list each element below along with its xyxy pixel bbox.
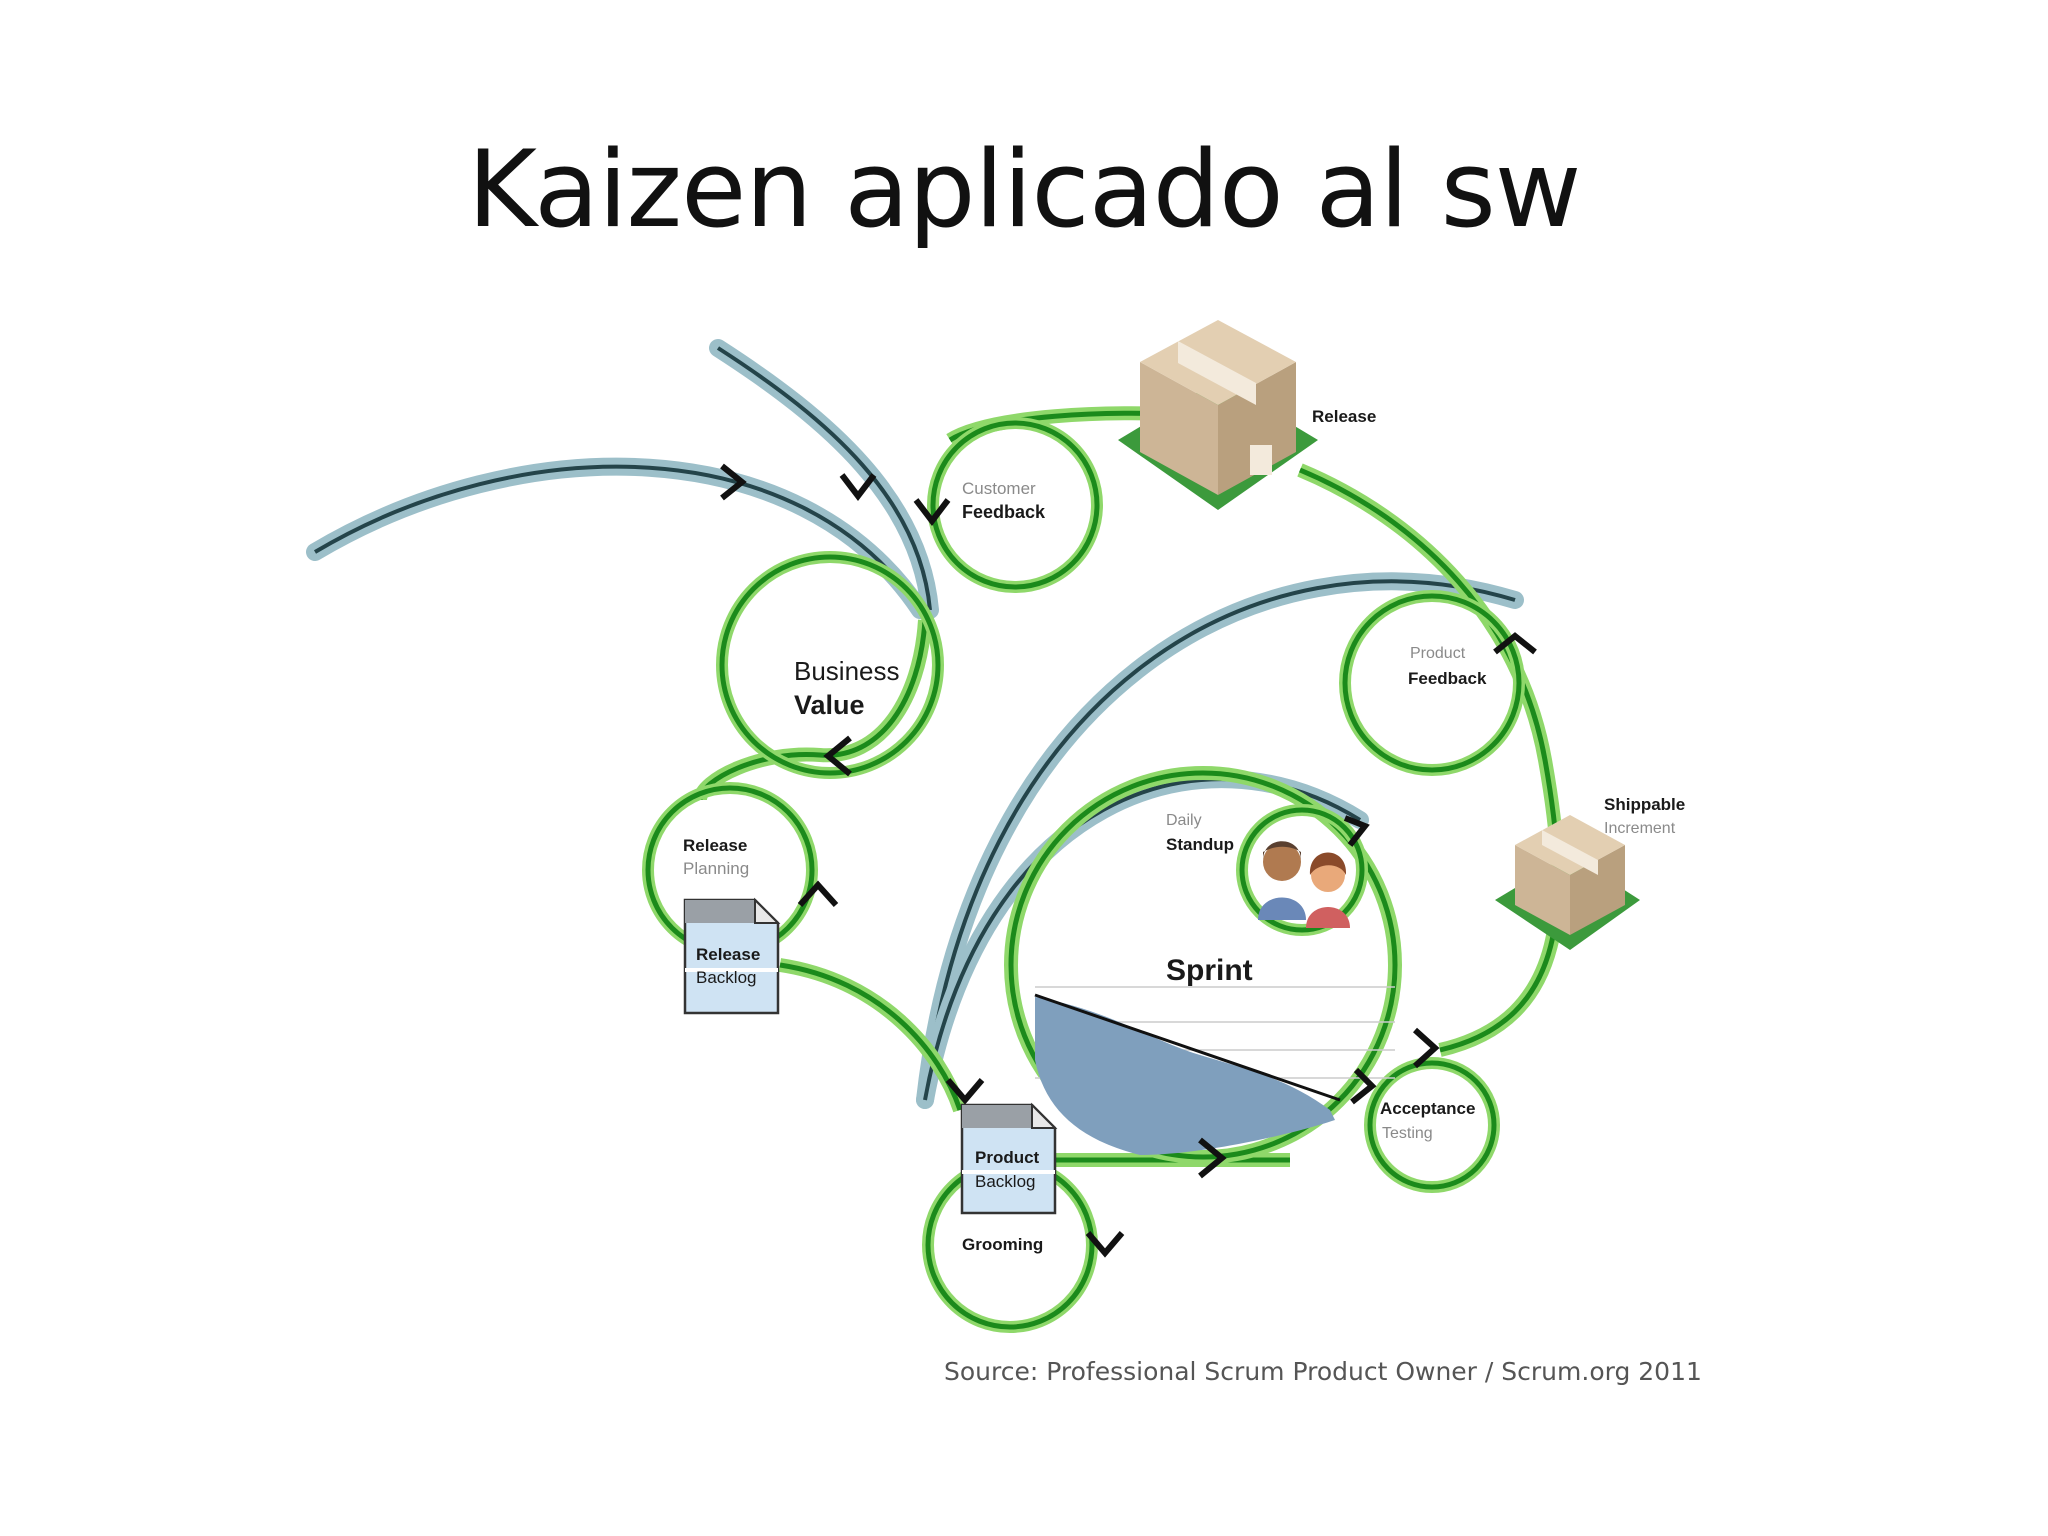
product-backlog-label-top: Product [975, 1148, 1040, 1167]
arrow-chevron [1198, 1137, 1227, 1179]
business-value-label-top: Business [794, 656, 900, 686]
product-feedback-label-top: Product [1410, 645, 1466, 662]
acceptance-testing-label-bottom: Testing [1382, 1125, 1433, 1142]
source-citation: Source: Professional Scrum Product Owner… [944, 1357, 1702, 1386]
product-backlog-label-bottom: Backlog [975, 1172, 1035, 1191]
arrow-chevron [720, 463, 747, 501]
shippable-increment-label-bottom: Increment [1604, 820, 1676, 837]
daily-standup-label-top: Daily [1166, 812, 1202, 829]
flow-arrows [720, 463, 1537, 1258]
product-backlog-document-icon [960, 1102, 1058, 1215]
sprint-label: Sprint [1166, 954, 1253, 987]
customer-feedback-label-bottom: Feedback [962, 502, 1046, 522]
grooming-label: Grooming [962, 1235, 1043, 1254]
shippable-increment-box-icon [1495, 815, 1640, 950]
arrow-chevron [823, 735, 852, 777]
team-people-icon [1258, 841, 1350, 928]
release-planning-label-bottom: Planning [683, 859, 749, 878]
arrow-chevron [1493, 632, 1537, 655]
arrow-chevron [797, 880, 839, 908]
release-backlog-label-top: Release [696, 945, 760, 964]
process-circles [642, 417, 1525, 1333]
arrow-chevron [1350, 1067, 1377, 1105]
arrow-chevron [1412, 1027, 1440, 1069]
acceptance-testing-label-top: Acceptance [1380, 1099, 1475, 1118]
daily-standup-label-bottom: Standup [1166, 835, 1234, 854]
release-label: Release [1312, 407, 1376, 426]
slide-title: Kaizen aplicado al sw [467, 128, 1581, 251]
burndown-area [1035, 997, 1335, 1155]
product-feedback-label-bottom: Feedback [1408, 669, 1487, 688]
release-box-icon [1118, 320, 1318, 510]
arrow-chevron [1085, 1231, 1125, 1258]
shippable-increment-label-top: Shippable [1604, 795, 1685, 814]
business-value-label-bottom: Value [794, 690, 865, 720]
incoming-stream-left [306, 457, 929, 619]
arrow-chevron [1343, 815, 1370, 847]
release-backlog-label-bottom: Backlog [696, 968, 756, 987]
arrow-chevron [945, 1078, 985, 1105]
sprint-burndown [1034, 986, 1395, 1155]
burndown-ideal-line [1034, 993, 1341, 1102]
release-backlog-document-icon [683, 897, 781, 1015]
customer-feedback-label-top: Customer [962, 479, 1036, 498]
release-planning-label-top: Release [683, 836, 747, 855]
arrow-chevron [913, 498, 951, 526]
arrow-chevron [839, 473, 877, 501]
